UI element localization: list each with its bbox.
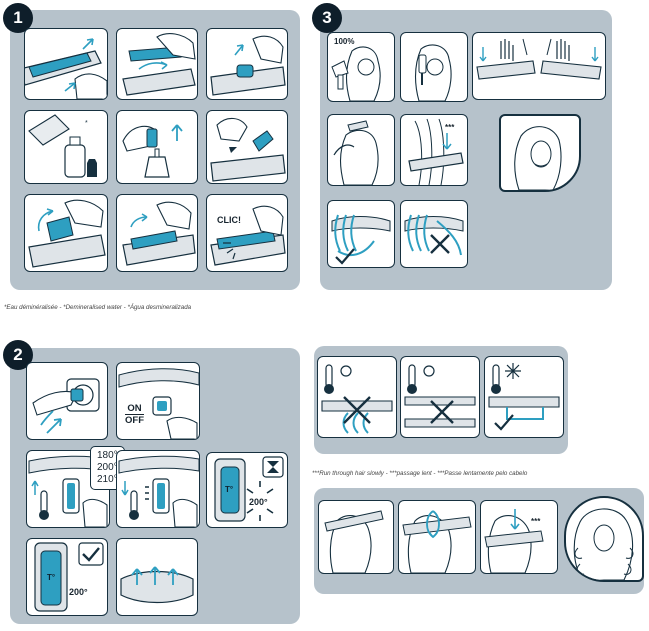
- display-200b-label: 200°: [69, 587, 88, 597]
- tile-2-1-plug-in: [26, 362, 108, 440]
- lower-temperature-illustration: [118, 455, 199, 527]
- tile-1-8-slide-cartridge: [116, 194, 198, 272]
- curl-glide-illustration: [484, 509, 544, 573]
- display-t2-label: T°: [47, 573, 56, 582]
- tile-1-9-clic: CLIC!: [206, 194, 288, 272]
- temp-200: 200°: [97, 462, 118, 473]
- curl-clamp-illustration: [324, 510, 384, 573]
- ready-illustration: [34, 542, 104, 612]
- water-bottle-illustration: *: [28, 114, 97, 178]
- clamp-hair-illustration: [333, 120, 379, 185]
- clic-label: CLIC!: [217, 215, 241, 225]
- stars-label-1: ***: [445, 123, 455, 132]
- sun-icon: [340, 365, 352, 377]
- cross-icon: [430, 234, 450, 254]
- cross-icon: [343, 396, 371, 424]
- remove-cartridge-illustration: [25, 38, 107, 99]
- wrong-position-illustration: [404, 214, 464, 256]
- open-no-illustration: [404, 364, 476, 428]
- thermometer-icon: [40, 490, 48, 514]
- steam-illustration: [120, 566, 194, 604]
- tile-heat-2-open-no: [400, 356, 480, 438]
- steam-arrow-icon: [167, 568, 179, 585]
- thermometer-icon: [325, 364, 333, 388]
- tile-1-1-remove-cartridge: [24, 28, 108, 100]
- clic-illustration: [210, 205, 286, 266]
- off-label: OFF: [125, 414, 144, 426]
- svg-text:*: *: [85, 120, 88, 127]
- steam-arrow-icon: [149, 566, 161, 585]
- tile-curl-2-twist: [398, 500, 476, 574]
- hot-no-illustration: [321, 364, 393, 434]
- tile-3-6-result-portrait: [499, 114, 581, 192]
- correct-position-illustration: [331, 214, 391, 265]
- demineralised-water-note: *Eau déminéralisée - *Demineralised wate…: [4, 304, 192, 311]
- on-off-label: ON OFF: [125, 403, 144, 426]
- temp-180: 180°: [97, 450, 118, 461]
- temp-210: 210°: [97, 474, 118, 485]
- tile-1-4-water-bottle: *: [24, 110, 108, 184]
- curl-twist-illustration: [402, 510, 472, 573]
- step-badge-3: 3: [312, 3, 342, 33]
- hourglass-icon: [267, 461, 279, 473]
- cold-ok-illustration: [488, 363, 560, 431]
- plug-in-illustration: [32, 378, 100, 434]
- tile-3-7-correct-position: [327, 200, 395, 268]
- place-cartridge-illustration: [28, 199, 106, 268]
- tile-3-5-glide-hair: ***: [400, 114, 468, 186]
- insert-cartridge-illustration: [210, 117, 286, 182]
- tile-3-4-clamp-hair: [327, 114, 395, 186]
- raise-temperature-illustration: [28, 455, 109, 527]
- fill-cartridge-illustration: [122, 124, 183, 178]
- result-portrait-illustration: [514, 126, 562, 190]
- slide-cartridge-illustration: [122, 201, 196, 266]
- tile-2-4-lower-temperature: [116, 450, 200, 528]
- tile-1-6-insert-cartridge: [206, 110, 288, 184]
- tile-3-1-dry-hair: 100%: [327, 32, 395, 102]
- open-cap-illustration: [210, 35, 286, 96]
- on-label: ON: [127, 403, 142, 414]
- steam-arrow-icon: [131, 568, 143, 585]
- hand-safety-illustration: [476, 38, 602, 80]
- tile-2-2-on-off: ON OFF: [116, 362, 200, 440]
- tile-1-5-fill-cartridge: [116, 110, 198, 184]
- tile-heat-1-hot-no: [317, 356, 397, 438]
- check-icon: [335, 248, 355, 265]
- tile-2-6-ready: T° 200°: [26, 538, 108, 616]
- dry-hair-illustration: [331, 46, 381, 101]
- stars-label-2: ***: [531, 517, 541, 526]
- cartridge-out-illustration: [122, 33, 196, 96]
- check-icon: [82, 547, 100, 562]
- on-off-illustration: [118, 368, 199, 439]
- tile-heat-3-cold-ok: [484, 356, 564, 438]
- thermometer-icon: [408, 364, 416, 388]
- tile-2-7-steam: [116, 538, 198, 616]
- tile-3-3-hand-safety: [472, 32, 606, 100]
- snowflake-icon: [505, 363, 521, 379]
- tile-curl-4-result: [564, 496, 644, 582]
- check-icon: [494, 414, 514, 431]
- tile-3-8-wrong-position: [400, 200, 468, 268]
- display-t-label: T°: [225, 485, 234, 494]
- tile-2-5-heating: T° 200°: [206, 452, 288, 528]
- glide-hair-illustration: [408, 118, 464, 185]
- tile-1-7-place-cartridge: [24, 194, 108, 272]
- tile-3-2-brush-hair: [400, 32, 468, 102]
- cross-icon: [430, 400, 454, 424]
- percent-label: 100%: [334, 37, 355, 46]
- thermometer-icon: [130, 490, 138, 514]
- heating-illustration: [214, 456, 284, 522]
- sun-icon: [423, 365, 435, 377]
- tile-1-2-cartridge-out: [116, 28, 198, 100]
- curl-result-illustration: [573, 508, 634, 580]
- tile-curl-1-clamp: [318, 500, 394, 574]
- brush-hair-illustration: [414, 44, 452, 101]
- tile-curl-3-glide: ***: [480, 500, 558, 574]
- run-slowly-note: ***Run through hair slowly - ***passage …: [312, 470, 528, 477]
- tile-1-3-open-cap: [206, 28, 288, 100]
- display-200-label: 200°: [249, 497, 268, 507]
- thermometer-icon: [492, 364, 500, 388]
